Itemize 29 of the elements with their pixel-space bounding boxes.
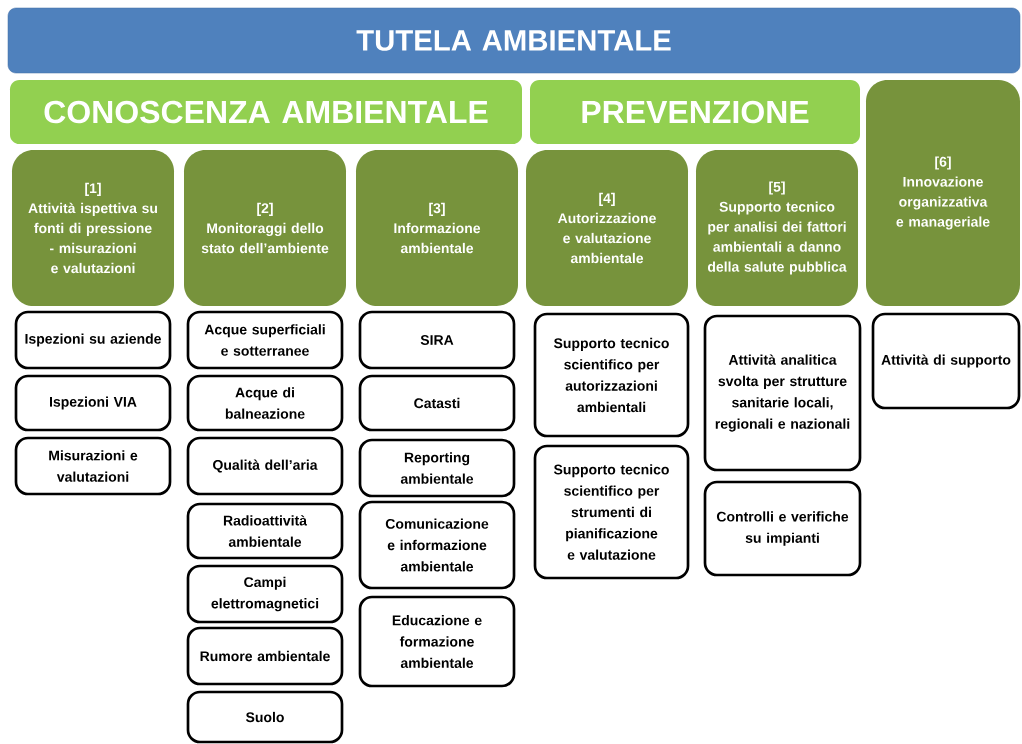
activity-box: Acque superficiali e sotterranee (186, 310, 344, 370)
activity-box: Attività analitica svolta per strutture sanitarie locali, regionali e nazionali (703, 314, 862, 472)
activity-box: SIRA (358, 310, 516, 370)
activity-box: Controlli e verifiche su impianti (703, 480, 862, 577)
category-box: [2] Monitoraggi dello stato dell’ambiente (184, 150, 346, 306)
section-banner: PREVENZIONE (530, 80, 860, 144)
activity-box: Supporto tecnico scientifico per strumenti di pianificazione e valutazione (533, 444, 690, 580)
activity-box: Reporting ambientale (358, 438, 516, 498)
activity-box: Attività di supporto (871, 312, 1021, 410)
activity-box: Qualità dell’aria (186, 436, 344, 496)
activity-box: Suolo (186, 690, 344, 744)
activity-box: Ispezioni su aziende (14, 310, 172, 370)
section-banner: CONOSCENZA AMBIENTALE (10, 80, 522, 144)
activity-box: Supporto tecnico scientifico per autorizzazioni ambientali (533, 312, 690, 438)
activity-box: Radioattività ambientale (186, 502, 344, 560)
activity-box: Misurazioni e valutazioni (14, 436, 172, 496)
activity-box: Rumore ambientale (186, 626, 344, 686)
category-box: [5] Supporto tecnico per analisi dei fattori ambientali a danno della salute pubblica (696, 150, 858, 306)
activity-box: Catasti (358, 374, 516, 432)
activity-box: Acque di balneazione (186, 374, 344, 432)
title-banner: TUTELA AMBIENTALE (7, 7, 1021, 74)
category-box: [1] Attività ispettiva su fonti di pressione - misurazioni e valutazioni (12, 150, 174, 306)
category-box: [4] Autorizzazione e valutazione ambientale (526, 150, 688, 306)
category-box: [3] Informazione ambientale (356, 150, 518, 306)
activity-box: Ispezioni VIA (14, 374, 172, 432)
activity-box: Educazione e formazione ambientale (358, 595, 516, 688)
activity-box: Campi elettromagnetici (186, 564, 344, 624)
category-box: [6] Innovazione organizzativa e manageriale (866, 80, 1020, 306)
activity-box: Comunicazione e informazione ambientale (358, 500, 516, 590)
